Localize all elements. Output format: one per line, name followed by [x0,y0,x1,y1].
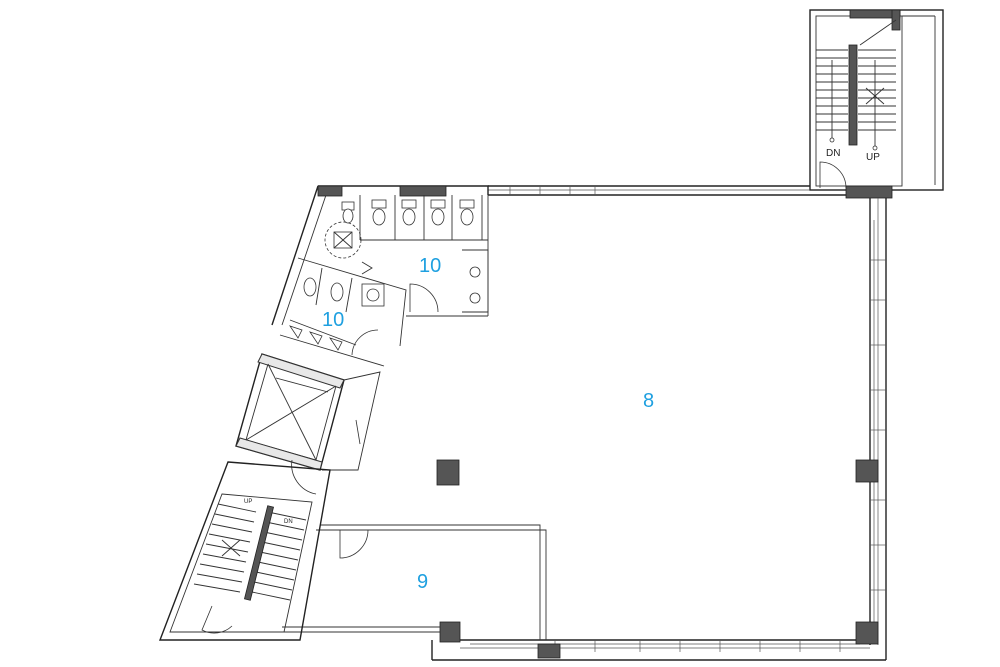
main-floor-walls [431,185,887,661]
west-stair-up-label: UP [244,499,252,505]
north-stair-tower: DN UP [809,9,944,199]
north-stair-up-label: UP [866,152,880,163]
elevator-core [235,353,381,495]
room-label-office: 9 [417,571,428,593]
room-label-restroom-upper: 10 [419,255,441,277]
office-room-9 [280,524,547,640]
room-label-restroom-lower: 10 [322,309,344,331]
west-stair: UP DN [158,461,331,641]
west-stair-down-label: DN [284,519,293,525]
west-stair-treads [193,503,307,601]
room-label-main: 8 [643,390,654,412]
restroom-block [271,185,489,326]
restroom-block-lower [279,257,407,367]
toilet-fixtures [341,199,475,226]
north-stair-down-label: DN [826,148,840,159]
urinals [289,325,343,351]
